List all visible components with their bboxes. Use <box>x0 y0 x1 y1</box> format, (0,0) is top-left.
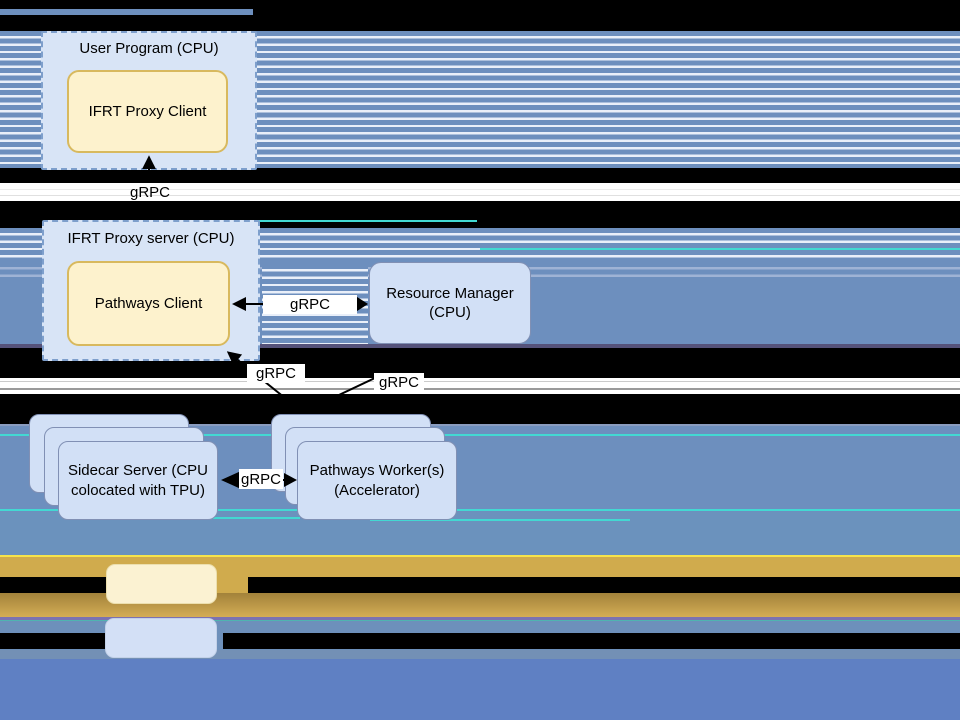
background-stripe-patch <box>0 9 253 15</box>
grpc-label-workers-manager-link: gRPC <box>374 373 424 391</box>
background-band <box>0 168 960 183</box>
ifrt-proxy-client-node: IFRT Proxy Client <box>67 70 228 153</box>
ifrt-proxy-server-title: IFRT Proxy server (CPU) <box>67 230 235 247</box>
ifrt-proxy-client-label: IFRT Proxy Client <box>88 103 207 120</box>
background-band <box>0 555 960 557</box>
resource-manager-label-line2: (CPU) <box>429 304 471 321</box>
resource-manager-node: Resource Manager (CPU) <box>369 262 531 344</box>
pathways-client-label: Pathways Client <box>94 295 203 312</box>
redacted-legend-text <box>0 577 107 593</box>
sidecar-server-label-line2: colocated with TPU) <box>71 481 205 499</box>
background-band <box>0 617 960 620</box>
background-band <box>0 183 960 201</box>
scanline-artifact <box>480 248 960 250</box>
redacted-legend-text <box>0 633 107 649</box>
background-band <box>0 344 960 348</box>
resource-manager-label-line1: Resource Manager <box>386 285 514 302</box>
redacted-legend-text <box>248 577 960 593</box>
background-band <box>0 0 960 31</box>
pathways-client-node: Pathways Client <box>67 261 230 346</box>
grpc-label-manager-link: gRPC <box>263 295 357 314</box>
grpc-label-user-link: gRPC <box>129 184 170 201</box>
pathways-workers-node: Pathways Worker(s) (Accelerator) <box>297 441 457 520</box>
background-band <box>0 659 960 720</box>
background-band <box>0 378 960 394</box>
pathways-workers-label-line1: Pathways Worker(s) <box>309 461 445 479</box>
sidecar-server-label-line1: Sidecar Server (CPU <box>67 461 209 479</box>
pathways-workers-label-line2: (Accelerator) <box>334 481 420 499</box>
sidecar-server-node: Sidecar Server (CPU colocated with TPU) <box>58 441 218 520</box>
legend-swatch-blue <box>105 618 217 658</box>
legend-swatch-yellow <box>106 564 217 604</box>
background-band <box>0 650 960 659</box>
scanline-artifact <box>163 220 477 222</box>
grpc-label-sidecar-link: gRPC <box>239 469 283 489</box>
grpc-label-workers-client-link: gRPC <box>247 364 305 383</box>
redacted-legend-text <box>223 633 960 649</box>
user-program-title: User Program (CPU) <box>79 40 219 57</box>
scanline-artifact <box>370 519 630 521</box>
